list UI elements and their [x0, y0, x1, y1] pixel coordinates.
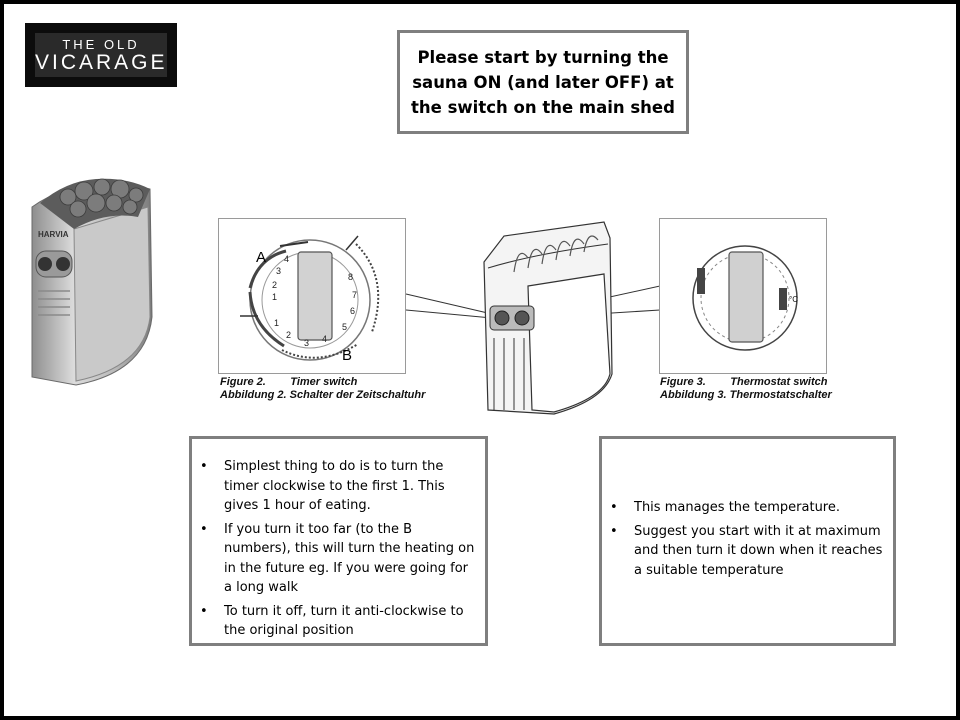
thermostat-knob-grip: [728, 251, 764, 343]
slide: THE OLD VICARAGE Please start by turning…: [4, 4, 956, 716]
label-b: B: [342, 347, 352, 364]
timer-notes-list: Simplest thing to do is to turn the time…: [194, 457, 479, 641]
list-item: Suggest you start with it at maximum and…: [610, 522, 885, 581]
dial-a-num: 2: [272, 280, 277, 290]
thermostat-dial-diagram: °C: [659, 218, 827, 374]
dial-b-num: 2: [286, 330, 291, 340]
heater-photo: HARVIA: [31, 178, 153, 386]
thermostat-figure: °C: [659, 218, 829, 374]
logo: THE OLD VICARAGE: [25, 23, 177, 87]
dial-a-num: 4: [284, 254, 289, 264]
timer-figure: A B 4 3 2 1 1 2 3 4 5 6 7 8: [218, 218, 408, 374]
thermostat-notes-list: This manages the temperature. Suggest yo…: [604, 498, 885, 584]
dial-b-num: 6: [350, 306, 355, 316]
thermostat-knob: [56, 257, 70, 271]
dial-a-num: 1: [272, 292, 277, 302]
heater-diagram: [405, 221, 661, 415]
dial-b-num: 1: [274, 318, 279, 328]
dial-b-num: 8: [348, 272, 353, 282]
timer-caption-num-en: Figure 2.: [220, 376, 266, 388]
callout-text: Please start by turning the sauna ON (an…: [411, 47, 675, 117]
dial-b-num: 3: [304, 338, 309, 348]
list-item: To turn it off, turn it anti-clockwise t…: [200, 602, 479, 641]
logo-line-2: VICARAGE: [35, 51, 168, 74]
timer-caption-de: Schalter der Zeitschaltuhr: [289, 389, 426, 401]
list-item: This manages the temperature.: [610, 498, 885, 518]
dial-b-num: 5: [342, 322, 347, 332]
timer-caption-en: Timer switch: [290, 376, 358, 388]
timer-caption: Figure 2. Timer switch Abbildung 2. Scha…: [220, 376, 425, 402]
list-item: Simplest thing to do is to turn the time…: [200, 457, 479, 516]
thermostat-unit: °C: [789, 295, 798, 304]
timer-caption-num-de: Abbildung 2.: [220, 389, 287, 401]
timer-notes-box: Simplest thing to do is to turn the time…: [189, 436, 488, 646]
list-item: If you turn it too far (to the B numbers…: [200, 520, 479, 598]
label-a: A: [256, 249, 266, 266]
dial-a-num: 3: [276, 266, 281, 276]
thermostat-caption-de: Thermostatschalter: [729, 389, 832, 401]
thermostat-caption-en: Thermostat switch: [730, 376, 828, 388]
logo-line-1: THE OLD: [62, 37, 140, 52]
callout-box: Please start by turning the sauna ON (an…: [397, 30, 689, 134]
thermostat-caption: Figure 3. Thermostat switch Abbildung 3.…: [660, 376, 832, 402]
timer-knob-grip: [297, 251, 333, 341]
dial-b-num: 4: [322, 334, 327, 344]
timer-dial-diagram: A B 4 3 2 1 1 2 3 4 5 6 7 8: [218, 218, 406, 374]
thermostat-notes-box: This manages the temperature. Suggest yo…: [599, 436, 896, 646]
logo-plate: THE OLD VICARAGE: [35, 33, 167, 77]
dial-b-num: 7: [352, 290, 357, 300]
thermostat-caption-num-de: Abbildung 3.: [660, 389, 727, 401]
timer-knob: [38, 257, 52, 271]
heater-brand: HARVIA: [38, 230, 69, 239]
heating-elements: [513, 235, 599, 273]
thermostat-caption-num-en: Figure 3.: [660, 376, 706, 388]
